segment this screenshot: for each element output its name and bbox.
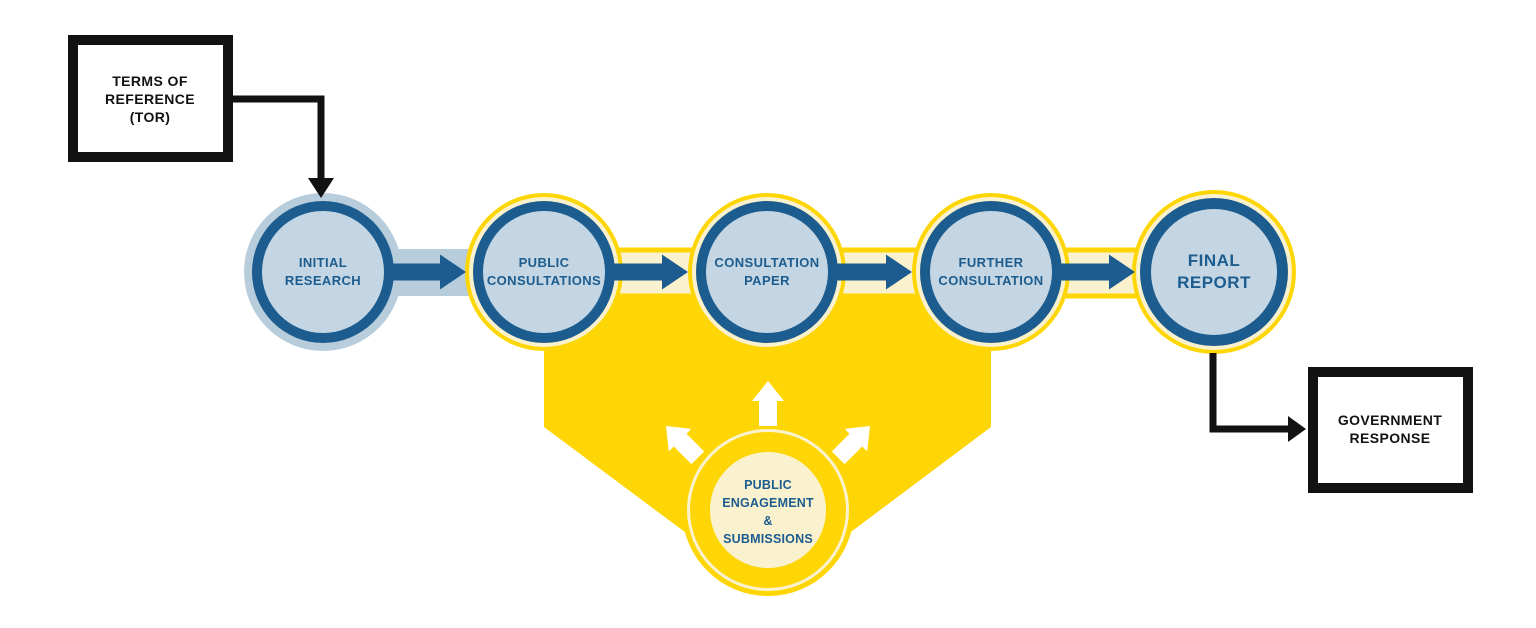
government-box-frame [1308, 367, 1473, 493]
tor-box-label-line: (TOR) [130, 109, 171, 125]
stage-fill [483, 211, 605, 333]
flow-arrow-icon [390, 254, 466, 290]
hub-arrow-up-icon [752, 381, 784, 426]
hub-public-engagement: PUBLIC ENGAGEMENT & SUBMISSIONS [682, 424, 854, 596]
stage-label-line: CONSULTATION [714, 255, 819, 270]
stage-label-line: PAPER [744, 273, 790, 288]
tor-box-frame [68, 35, 233, 162]
stage-fill [930, 211, 1052, 333]
terms-of-reference-box: TERMS OF REFERENCE (TOR) [68, 35, 233, 162]
stage-fill [262, 211, 384, 333]
stage-label-line: INITIAL [299, 255, 347, 270]
hub-label-line: ENGAGEMENT [722, 496, 814, 510]
stage-label-line: PUBLIC [519, 255, 570, 270]
government-box-label-line: GOVERNMENT [1338, 412, 1442, 428]
stage-fill [706, 211, 828, 333]
hub-label-line: PUBLIC [744, 478, 792, 492]
government-arrowhead-icon [1288, 416, 1306, 442]
tor-box-label-line: TERMS OF [112, 73, 188, 89]
hub-label-line: SUBMISSIONS [723, 532, 813, 546]
stage-label-line: FURTHER [959, 255, 1024, 270]
tor-arrow-line [233, 95, 325, 182]
stage-label-line: FINAL [1188, 251, 1241, 270]
government-box-label-line: RESPONSE [1350, 430, 1431, 446]
stage-public-consultations: PUBLIC CONSULTATIONS [465, 193, 623, 351]
hub-label-line: & [763, 514, 772, 528]
government-arrow-line [1209, 353, 1290, 433]
stage-final-report: FINAL REPORT [1132, 190, 1296, 354]
stage-label-line: RESEARCH [285, 273, 361, 288]
final-to-government-arrow [1209, 353, 1306, 442]
tor-to-initial-arrow [233, 95, 334, 198]
tor-arrowhead-icon [308, 178, 334, 198]
government-response-box: GOVERNMENT RESPONSE [1308, 367, 1473, 493]
flow-arrow-icon [1058, 254, 1135, 290]
tor-box-label-line: REFERENCE [105, 91, 195, 107]
stage-further-consultation: FURTHER CONSULTATION [912, 193, 1070, 351]
flow-arrow-icon [835, 254, 912, 290]
stage-consultation-paper: CONSULTATION PAPER [688, 193, 846, 351]
hub-fill [710, 452, 826, 568]
stage-label-line: REPORT [1177, 273, 1251, 292]
stage-label-line: CONSULTATIONS [487, 273, 601, 288]
hub-arrow-up-right-icon [831, 426, 870, 465]
stage-label-line: CONSULTATION [938, 273, 1043, 288]
stage-fill [1151, 209, 1277, 335]
stage-initial-research: INITIAL RESEARCH [244, 193, 402, 351]
hub-arrow-up-left-icon [666, 426, 705, 465]
flow-arrow-icon [612, 254, 688, 290]
